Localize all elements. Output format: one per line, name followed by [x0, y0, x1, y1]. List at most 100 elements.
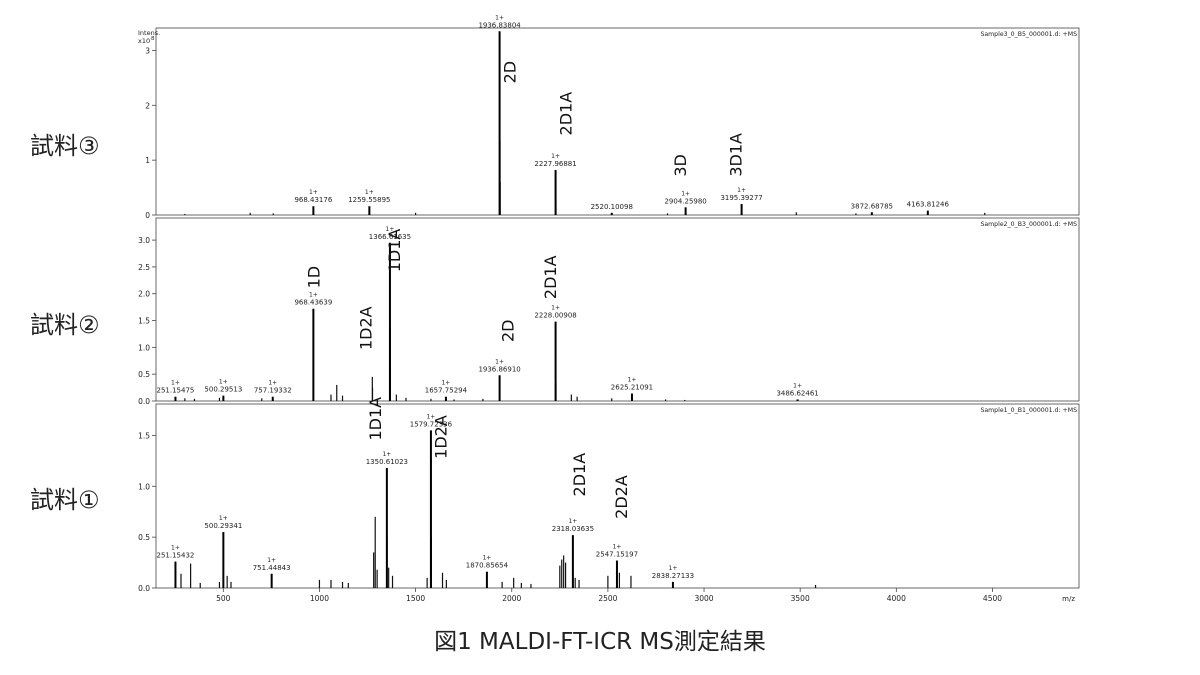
peak-annotation: 2D1A — [556, 92, 575, 136]
peak-mz-label: 2318.03635 — [552, 525, 594, 533]
y-tick-label: 2.5 — [138, 263, 150, 272]
peak-charge-label: 1+ — [613, 544, 622, 551]
peak-annotation: 1D — [304, 266, 323, 289]
y-exponent-label: 8 — [151, 36, 155, 42]
peak-charge-label: 1+ — [386, 226, 395, 233]
peak-mz-label: 251.15475 — [157, 387, 195, 395]
peak-mz-label: 751.44843 — [253, 564, 291, 572]
peak-mz-label: 2625.21091 — [611, 383, 653, 391]
peak-charge-label: 1+ — [441, 380, 450, 387]
x-tick-label: 500 — [216, 594, 231, 603]
peak-annotation: 3D1A — [727, 133, 746, 177]
sample-label-2: 試料② — [30, 311, 100, 339]
y-tick-label: 1.0 — [138, 482, 150, 491]
x-tick-label: 1000 — [310, 594, 329, 603]
x-axis-label: m/z — [1062, 595, 1075, 603]
spectrum-file-label: Sample3_0_B5_000001.d: +MS — [980, 31, 1077, 38]
peak-charge-label: 1+ — [495, 14, 504, 21]
peak-mz-label: 1657.75294 — [425, 387, 468, 395]
x-tick-label: 3500 — [791, 594, 810, 603]
panel-frame — [155, 27, 1080, 216]
x-tick-label: 2000 — [502, 594, 521, 603]
peak-annotation: 1D1A — [385, 229, 404, 273]
x-tick-label: 1500 — [406, 594, 425, 603]
peak-charge-label: 1+ — [426, 413, 435, 420]
peak-annotation: 2D — [499, 320, 518, 343]
peak-annotation: 1D1A — [366, 397, 385, 441]
x-tick-label: 3000 — [694, 594, 713, 603]
peak-annotation: 1D2A — [356, 306, 375, 350]
spectrum-file-label: Sample1_0_B1_000001.d: +MS — [980, 407, 1077, 414]
peak-mz-label: 1366.61635 — [369, 233, 411, 241]
peak-charge-label: 1+ — [309, 189, 318, 196]
peak-charge-label: 1+ — [219, 515, 228, 522]
peak-charge-label: 1+ — [219, 379, 228, 386]
peak-charge-label: 1+ — [382, 451, 391, 458]
peak-charge-label: 1+ — [681, 190, 690, 197]
peak-annotation: 2D1A — [570, 453, 589, 497]
peak-mz-label: 500.29513 — [204, 386, 242, 394]
peak-mz-label: 1350.61023 — [366, 458, 408, 466]
peak-charge-label: 1+ — [628, 376, 637, 383]
spectrum-file-label: Sample2_0_B3_000001.d: +MS — [980, 221, 1077, 228]
y-tick-label: 0.0 — [138, 584, 150, 593]
peak-mz-label: 1579.72336 — [410, 420, 453, 428]
y-tick-label: 1.5 — [138, 317, 150, 326]
peak-mz-label: 2228.00908 — [534, 312, 576, 320]
peak-annotation: 3D — [671, 154, 690, 177]
x-tick-label: 2500 — [598, 594, 617, 603]
peak-charge-label: 1+ — [669, 565, 678, 572]
y-tick-label: 1.0 — [138, 343, 150, 352]
y-axis-label: Intens. — [138, 29, 160, 37]
peak-charge-label: 1+ — [737, 187, 746, 194]
peak-mz-label: 968.43176 — [294, 196, 332, 204]
peak-charge-label: 1+ — [267, 557, 276, 564]
peak-charge-label: 1+ — [171, 545, 180, 552]
peak-charge-label: 1+ — [793, 382, 802, 389]
peak-mz-label: 3486.62461 — [776, 389, 818, 397]
y-tick-label: 0.5 — [138, 533, 150, 542]
peak-charge-label: 1+ — [551, 305, 560, 312]
y-tick-label: 0.0 — [138, 397, 150, 406]
peak-charge-label: 1+ — [365, 189, 374, 196]
peak-mz-label: 3872.68785 — [851, 202, 893, 210]
peak-charge-label: 1+ — [309, 292, 318, 299]
peak-annotation: 2D1A — [541, 255, 560, 299]
peak-charge-label: 1+ — [495, 358, 504, 365]
y-tick-label: 3 — [145, 46, 150, 55]
peak-mz-label: 500.29341 — [204, 522, 242, 530]
panel-frame — [155, 217, 1080, 402]
peak-mz-label: 3195.39277 — [720, 194, 762, 202]
peak-charge-label: 1+ — [568, 518, 577, 525]
peak-mz-label: 251.15432 — [157, 552, 195, 560]
y-multiplier-label: x10 — [138, 37, 150, 45]
peak-charge-label: 1+ — [482, 555, 491, 562]
y-tick-label: 2.0 — [138, 290, 150, 299]
peak-mz-label: 1936.83804 — [478, 21, 521, 29]
peak-mz-label: 2838.27133 — [652, 572, 694, 580]
x-tick-label: 4500 — [983, 594, 1002, 603]
y-tick-label: 0 — [145, 211, 150, 220]
y-tick-label: 0.5 — [138, 370, 150, 379]
y-tick-label: 1 — [145, 156, 150, 165]
peak-charge-label: 1+ — [171, 380, 180, 387]
peak-mz-label: 968.43639 — [294, 299, 332, 307]
sample-label-1: 試料① — [30, 486, 100, 514]
y-tick-label: 2 — [145, 101, 150, 110]
sample-label-3: 試料③ — [30, 132, 100, 160]
peak-mz-label: 1870.85654 — [466, 562, 509, 570]
peak-mz-label: 1259.55895 — [348, 196, 390, 204]
peak-mz-label: 2520.10098 — [591, 203, 633, 211]
peak-annotation: 1D2A — [431, 415, 450, 459]
peak-mz-label: 4163.81246 — [907, 201, 950, 209]
y-tick-label: 1.5 — [138, 431, 150, 440]
peak-charge-label: 1+ — [268, 380, 277, 387]
peak-mz-label: 2547.15197 — [596, 551, 638, 559]
peak-mz-label: 757.19332 — [254, 387, 292, 395]
x-tick-label: 4000 — [887, 594, 906, 603]
peak-mz-label: 2227.96881 — [534, 160, 576, 168]
y-tick-label: 3.0 — [138, 236, 150, 245]
peak-charge-label: 1+ — [551, 153, 560, 160]
peak-mz-label: 1936.86910 — [478, 365, 520, 373]
